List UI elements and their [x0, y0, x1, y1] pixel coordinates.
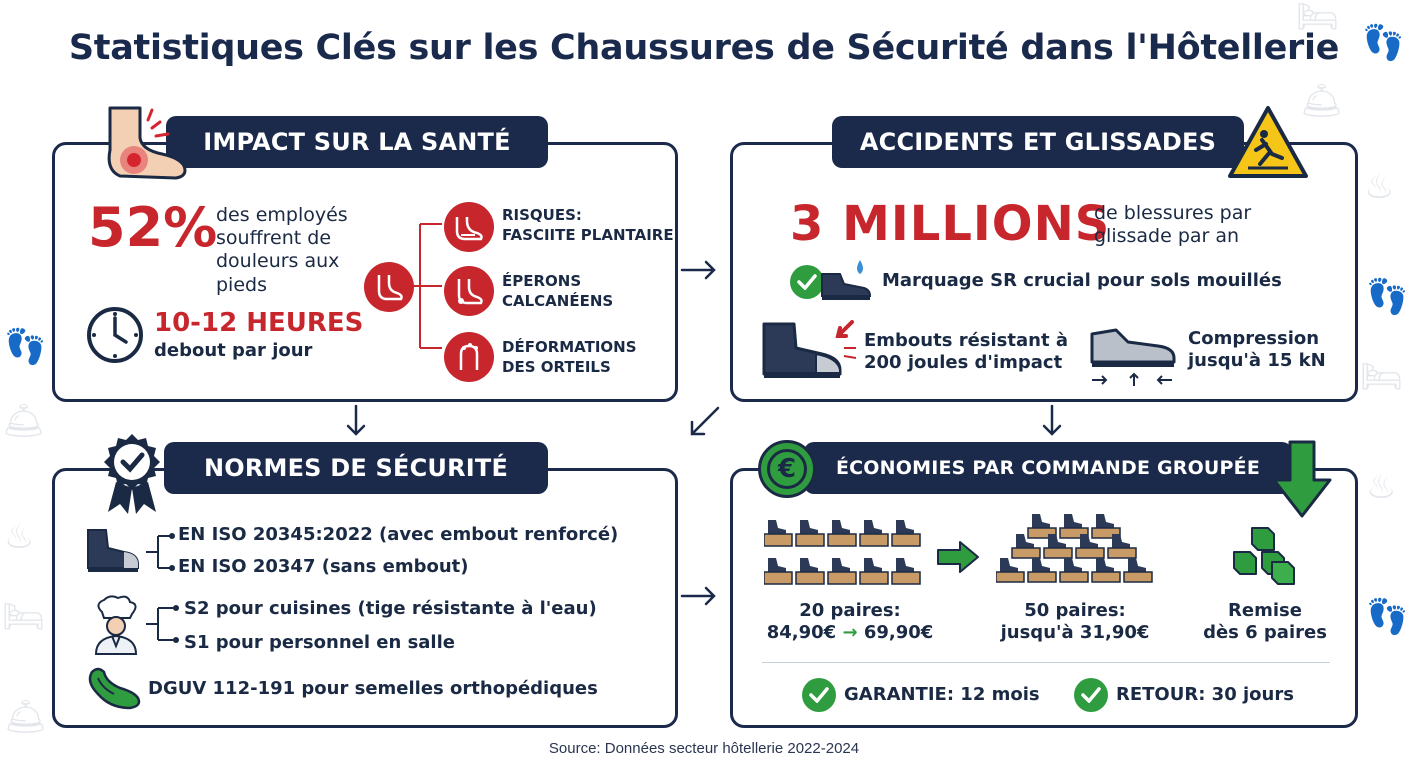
safety-boot-icon [87, 529, 139, 572]
savings-panel [730, 468, 1358, 728]
hours-value: 10-12 HEURES [154, 308, 364, 338]
health-stat-value: 52% [88, 196, 218, 259]
return-check-icon [1074, 678, 1108, 712]
pairs20-price: 84,90€ → 69,90€ [762, 622, 938, 644]
discount-block: Remise dès 6 paires [1203, 600, 1327, 643]
boxes-20-pairs-icon [764, 520, 921, 585]
dguv-text: DGUV 112-191 pour semelles orthopédiques [148, 678, 598, 699]
price-down-arrow-icon [1272, 440, 1332, 518]
green-cubes-icon [1233, 527, 1295, 585]
background-chef-hat-icon: ♨ [1364, 167, 1395, 207]
green-right-arrow-icon [937, 541, 979, 573]
arrow-diagonal-icon [690, 406, 720, 436]
arrow-down-right-icon [1042, 404, 1062, 436]
heel-spur-icon [444, 266, 494, 316]
page-title: Statistiques Clés sur les Chaussures de … [68, 28, 1340, 68]
accidents-stat-value: 3 MILLIONS [790, 196, 1111, 252]
health-panel [52, 142, 678, 402]
painful-foot-icon [107, 106, 187, 180]
boxes-50-pairs-icon [996, 514, 1153, 583]
guarantee-check-icon [802, 678, 836, 712]
standards-banner: NORMES DE SÉCURITÉ [164, 442, 548, 494]
savings-banner-label: ÉCONOMIES PAR COMMANDE GROUPÉE [835, 457, 1261, 479]
savings-divider [762, 662, 1330, 663]
arrow-right-bottom-icon [680, 586, 716, 606]
sr-text: Marquage SR crucial pour sols mouillés [882, 270, 1282, 291]
compression-text: Compression jusqu'à 15 kN [1188, 328, 1326, 371]
background-chef-hat-icon: ♨ [1366, 467, 1397, 507]
background-bed-icon: 🛏 [1296, 0, 1340, 37]
hours-text: debout par jour [154, 340, 313, 361]
certified-badge-icon [104, 434, 160, 514]
standards-banner-label: NORMES DE SÉCURITÉ [203, 454, 509, 482]
standards-panel [52, 468, 678, 728]
pairs20-old-price: 84,90€ [766, 621, 837, 643]
class-item-s1: S1 pour personnel en salle [184, 632, 455, 653]
wet-floor-warning-icon [1228, 106, 1308, 178]
background-chef-hat-icon: ♨ [4, 517, 35, 557]
background-cloche-icon: 🛎 [1300, 81, 1344, 121]
toecap-text: Embouts résistant à 200 joules d'impact [864, 330, 1068, 373]
iso-item-20345: EN ISO 20345:2022 (avec embout renforcé) [178, 524, 619, 545]
pairs20-label: 20 paires: [799, 600, 901, 621]
pairs50-label: 50 paires: [1024, 600, 1126, 621]
return-text: RETOUR: 30 jours [1116, 684, 1294, 705]
background-footprint-icon: 👣 [4, 327, 47, 367]
health-banner: IMPACT SUR LA SANTÉ [166, 116, 548, 168]
accidents-banner-label: ACCIDENTS ET GLISSADES [859, 128, 1217, 156]
shoe-compression-icon [1090, 328, 1176, 386]
arrow-down-left-icon [346, 404, 366, 436]
source-note: Source: Données secteur hôtellerie 2022-… [548, 740, 860, 757]
orthopedic-insole-icon [88, 667, 141, 710]
toe-deformation-icon [444, 332, 494, 382]
chef-icon [94, 595, 138, 655]
risk-label-plantar: RISQUES: FASCIITE PLANTAIRE [502, 206, 674, 244]
accidents-stat-text: de blessures par glissade par an [1094, 202, 1252, 248]
guarantee-text: GARANTIE: 12 mois [844, 684, 1040, 705]
plantar-fasciitis-icon [444, 202, 494, 252]
pairs50-block: 50 paires: jusqu'à 31,90€ [990, 600, 1160, 644]
health-banner-label: IMPACT SUR LA SANTÉ [203, 128, 511, 156]
pairs20-new-price: 69,90€ [863, 621, 934, 643]
iso-item-20347: EN ISO 20347 (sans embout) [178, 556, 469, 577]
background-cloche-icon: 🛎 [4, 697, 48, 737]
accidents-banner: ACCIDENTS ET GLISSADES [832, 116, 1244, 168]
background-cloche-icon: 🛎 [2, 401, 46, 441]
sr-check-icon [790, 265, 824, 299]
health-stat-text: des employés souffrent de douleurs aux p… [216, 204, 348, 296]
boot-toecap-icon [762, 320, 857, 378]
foot-pain-icon [364, 262, 414, 312]
background-footprint-icon: 👣 [1366, 597, 1408, 637]
iso-branch-connector [146, 533, 175, 571]
euro-coin-icon: € [758, 440, 816, 498]
savings-banner: ÉCONOMIES PAR COMMANDE GROUPÉE [804, 442, 1292, 494]
class-item-s2: S2 pour cuisines (tige résistante à l'ea… [184, 598, 597, 619]
price-arrow-icon: → [842, 621, 858, 643]
pairs50-price: jusqu'à 31,90€ [1000, 621, 1150, 643]
background-footprint-icon: 👣 [1362, 23, 1405, 63]
arrow-right-top-icon [680, 260, 716, 280]
class-branch-connector [146, 605, 179, 643]
pairs20-block: 20 paires: 84,90€ → 69,90€ [762, 600, 938, 644]
risk-label-heel-spur: ÉPERONS CALCANÉENS [502, 272, 614, 310]
shoe-water-icon [821, 260, 872, 300]
background-bed-icon: 🛏 [2, 597, 46, 637]
risk-label-toe-deformation: DÉFORMATIONS DES ORTEILS [502, 338, 637, 376]
background-bed-icon: 🛏 [1360, 357, 1404, 397]
clock-icon [87, 307, 143, 363]
background-footprint-icon: 👣 [1366, 277, 1408, 317]
